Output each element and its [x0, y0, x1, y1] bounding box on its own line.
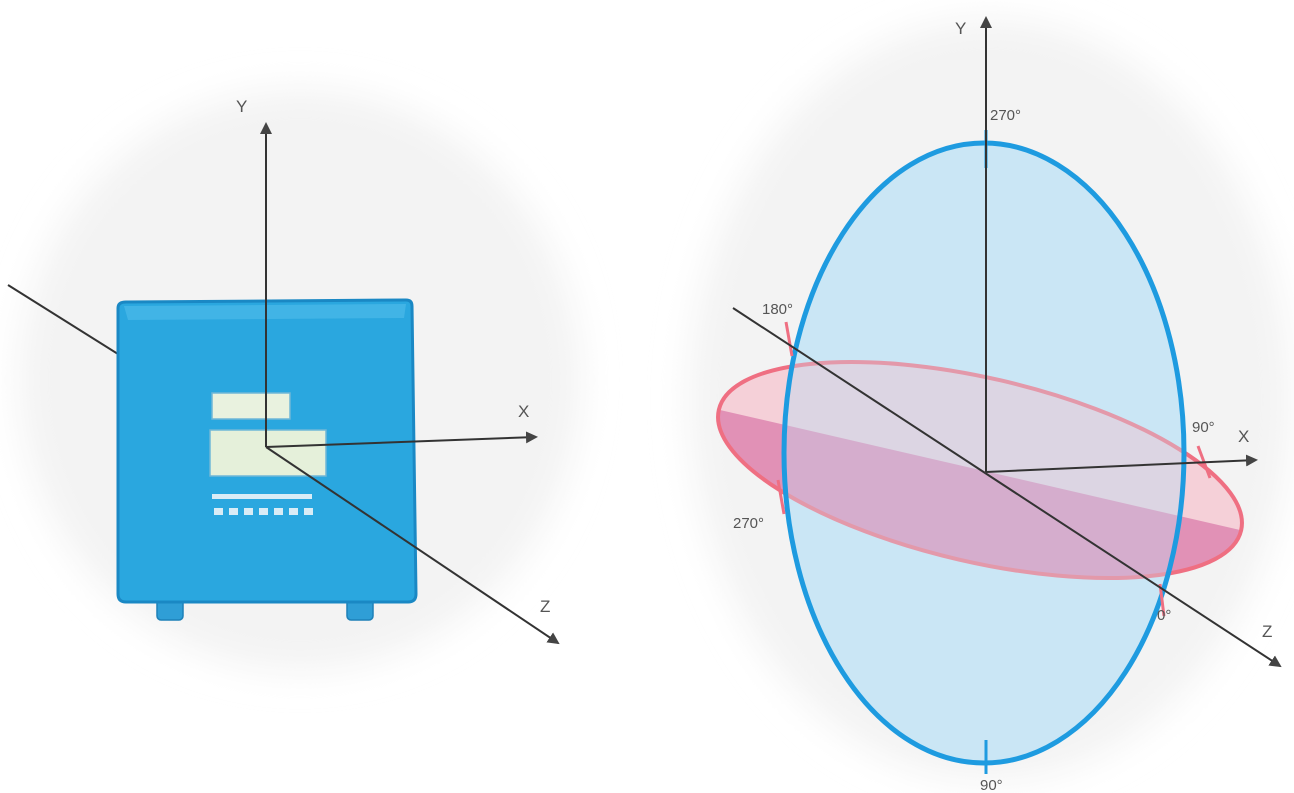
right-x-axis [985, 454, 1258, 473]
label-horizontal-0: 0° [1157, 607, 1171, 624]
device-display-small [211, 392, 291, 420]
label-vertical-top: 270° [990, 107, 1021, 124]
left-z-label: Z [540, 597, 550, 616]
left-diagram: Y X Z [7, 97, 560, 645]
right-z-label: Z [1262, 622, 1272, 641]
vertical-ring-outline [781, 140, 1187, 766]
right-y-label: Y [955, 19, 966, 38]
device-unit [116, 298, 418, 621]
tick-270 [776, 479, 786, 515]
tick-180 [784, 321, 794, 357]
label-vertical-bottom: 90° [980, 777, 1003, 793]
horizontal-ring-front-half [718, 409, 1242, 579]
label-horizontal-270: 270° [733, 515, 764, 532]
vertical-ring-overlay [786, 145, 1182, 761]
right-diagram: Y X Z 270° 90° 180° 90° 270° 0° [716, 16, 1282, 793]
label-horizontal-180: 180° [762, 301, 793, 318]
tick-0 [1158, 583, 1166, 617]
label-horizontal-90: 90° [1192, 419, 1215, 436]
device-display-main [209, 429, 327, 477]
device-keypad [212, 494, 313, 515]
right-x-label: X [1238, 427, 1249, 446]
left-x-axis [265, 431, 538, 448]
horizontal-ring-outline [716, 359, 1244, 581]
left-x-label: X [518, 402, 529, 421]
right-z-axis [732, 307, 1282, 668]
left-z-axis-front [265, 446, 560, 645]
left-y-label: Y [236, 97, 247, 116]
